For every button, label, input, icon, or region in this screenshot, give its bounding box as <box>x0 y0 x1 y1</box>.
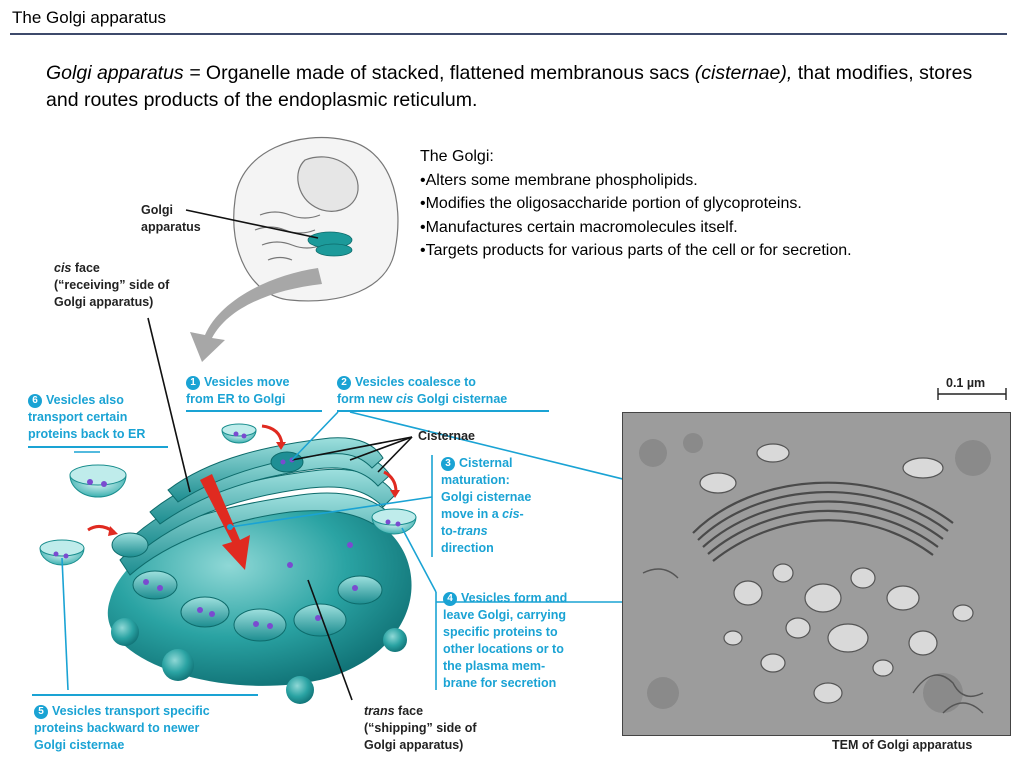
trans-face-label: trans face (“shipping” side of Golgi app… <box>364 704 477 752</box>
definition-text-2: that modifies, stores and routes product… <box>46 62 973 111</box>
vesicle-coalescing <box>270 451 304 473</box>
header-divider <box>10 33 1007 35</box>
vesicle-er <box>221 423 257 444</box>
golgi-apparatus-label: Golgi apparatus <box>141 203 201 234</box>
scale-bar-label: 0.1 µm <box>946 376 986 390</box>
golgi-list-item: •Alters some membrane phospholipids. <box>420 171 698 189</box>
golgi-list-item: •Targets products for various parts of t… <box>420 242 852 259</box>
vesicle-return-er <box>69 464 127 498</box>
cell-golgi-highlight <box>307 231 353 257</box>
vesicle-leaving <box>371 508 417 535</box>
golgi-list-item: •Manufactures certain macromolecules its… <box>420 218 738 236</box>
golgi-pointer-line <box>185 209 319 239</box>
zoom-arrow <box>190 268 322 362</box>
step-number-badge: 5 <box>34 705 48 719</box>
scale-bar <box>937 388 1007 400</box>
step-number-badge: 2 <box>337 376 351 390</box>
cisternae-label: Cisternae <box>418 429 475 443</box>
golgi-function-list: The Golgi: •Alters some membrane phospho… <box>420 145 852 263</box>
label-leader-lines <box>147 317 413 701</box>
tem-caption: TEM of Golgi apparatus <box>832 738 973 752</box>
definition-paragraph: Golgi apparatus = Organelle made of stac… <box>46 60 986 114</box>
step-1-underline <box>186 410 322 412</box>
definition-term: Golgi apparatus = <box>46 62 201 84</box>
step-2-underline <box>337 410 549 412</box>
definition-text-1: Organelle made of stacked, flattened mem… <box>200 62 695 84</box>
step-number-badge: 4 <box>443 592 457 606</box>
step-number-badge: 6 <box>28 394 42 408</box>
step-5-overline <box>32 694 258 696</box>
tem-micrograph <box>622 412 1011 736</box>
step-6-underline <box>28 446 168 448</box>
tem-micrograph-artwork <box>623 413 1010 735</box>
step-number-badge: 3 <box>441 457 455 471</box>
golgi-stack <box>107 437 412 704</box>
definition-term-cisternae: (cisternae), <box>694 62 793 84</box>
vesicle-backward <box>39 539 85 566</box>
vesicles <box>39 423 417 566</box>
cis-face-label: cis face (“receiving” side of Golgi appa… <box>54 261 170 309</box>
golgi-list-heading: The Golgi: <box>420 148 494 165</box>
cell-sketch <box>233 136 399 302</box>
cis-to-trans-arrow <box>200 474 250 570</box>
step-number-badge: 1 <box>186 376 200 390</box>
golgi-list-item: •Modifies the oligosaccharide portion of… <box>420 195 802 212</box>
page-title: The Golgi apparatus <box>12 8 167 27</box>
